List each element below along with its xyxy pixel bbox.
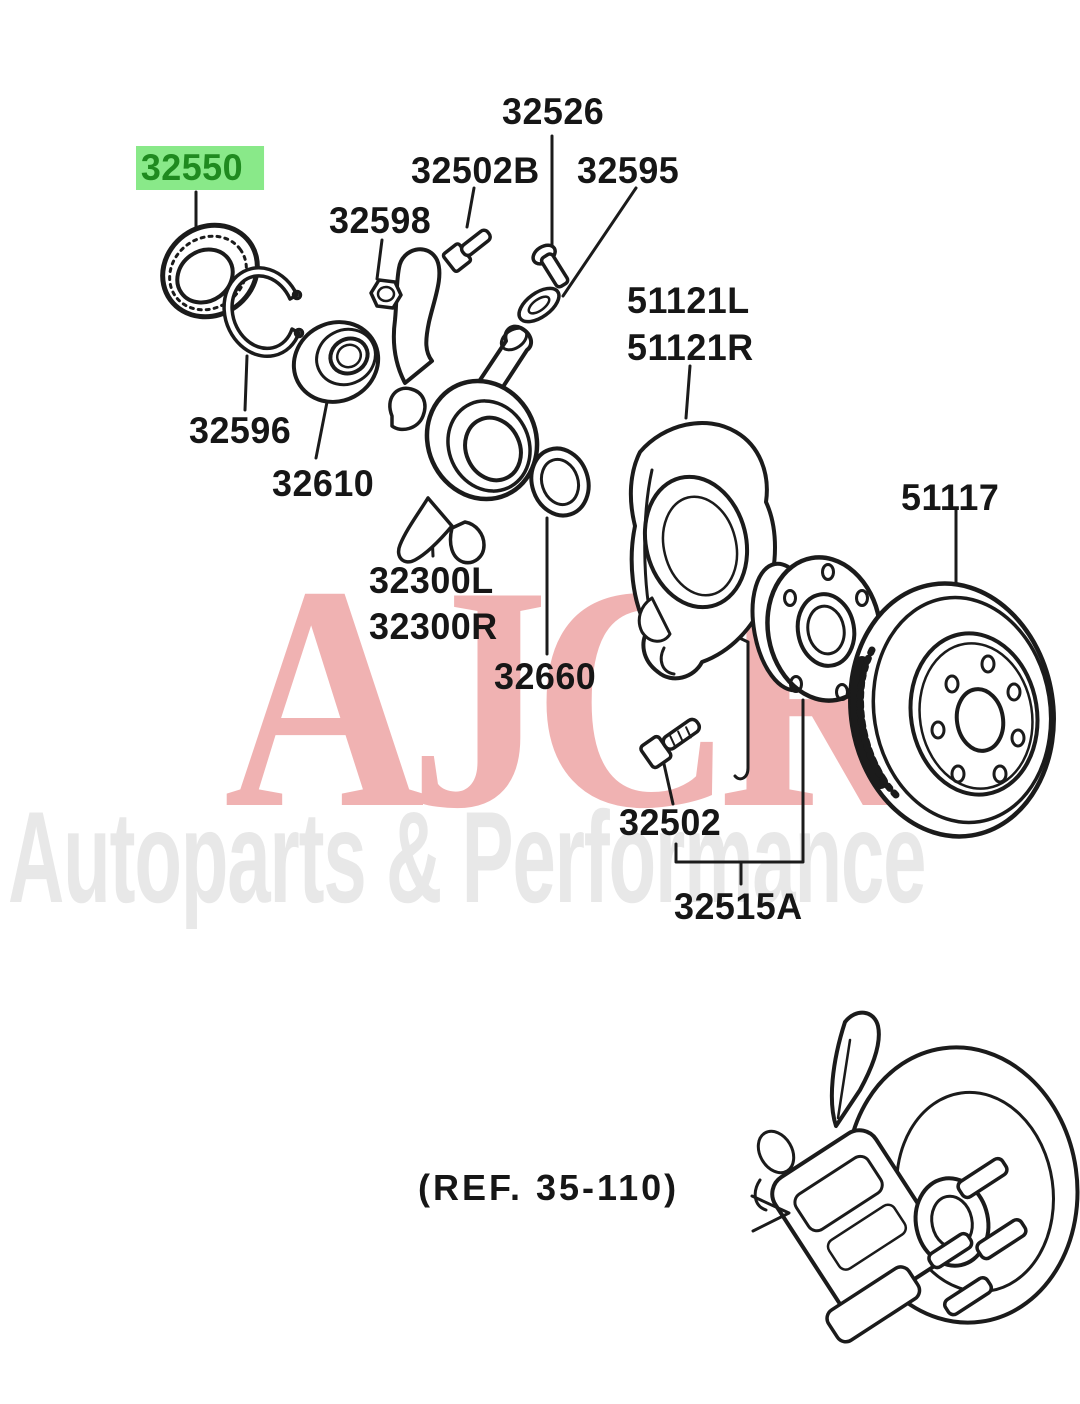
caliper-assembly-ref-drawing xyxy=(750,1010,1080,1344)
part-label-32598: 32598 xyxy=(329,200,432,241)
grease-seal-32660-drawing xyxy=(529,446,591,518)
part-label-32502b: 32502B xyxy=(411,150,540,191)
part-label-51117: 51117 xyxy=(901,477,1000,518)
watermark-tagline: Autoparts & Performance xyxy=(8,784,926,930)
part-label-51121r: 51121R xyxy=(627,327,754,368)
steering-knuckle-32300-drawing xyxy=(388,247,540,565)
reference-note: (REF. 35-110) xyxy=(418,1167,680,1208)
part-label-32526: 32526 xyxy=(502,91,605,132)
snap-ring-32596-drawing xyxy=(222,266,305,359)
bolt-32502b-drawing xyxy=(441,228,492,273)
brake-rotor-51117-drawing xyxy=(848,581,1056,839)
wheel-bearing-32610-drawing xyxy=(291,320,381,404)
dust-shield-51121-drawing xyxy=(628,420,777,681)
hub-32515a-drawing xyxy=(750,555,883,703)
part-label-51121l: 51121L xyxy=(627,280,750,321)
nut-32598-drawing xyxy=(369,278,403,310)
part-label-32550: 32550 xyxy=(136,146,265,190)
wheel-stud-32502-drawing xyxy=(639,717,702,770)
part-label-32595: 32595 xyxy=(577,150,680,191)
part-label-32660: 32660 xyxy=(494,656,597,697)
part-label-32300l: 32300L xyxy=(369,560,494,601)
pointer-arrow xyxy=(750,1194,791,1233)
part-label-32300r: 32300R xyxy=(369,606,498,647)
part-label-32502: 32502 xyxy=(619,802,722,843)
part-label-32610: 32610 xyxy=(272,463,375,504)
screw-32526-drawing xyxy=(531,243,570,289)
part-label-32515a: 32515A xyxy=(674,886,803,927)
part-label-32596: 32596 xyxy=(189,410,292,451)
washer-32595-drawing xyxy=(517,286,561,324)
